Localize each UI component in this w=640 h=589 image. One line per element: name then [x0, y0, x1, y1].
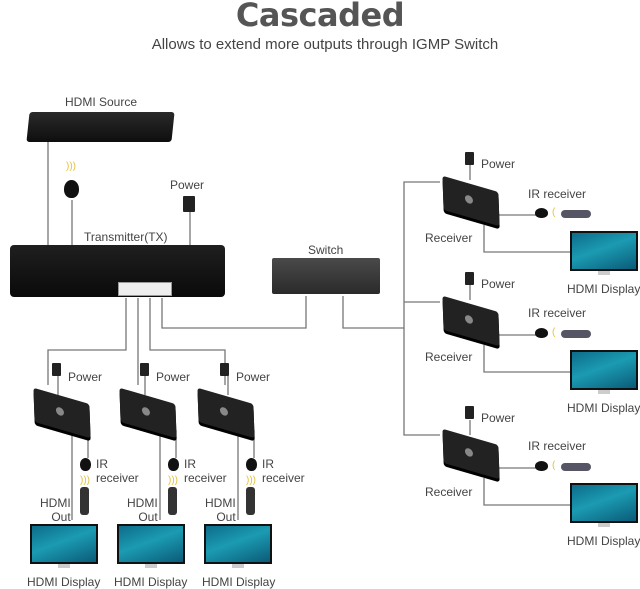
ir-label-line1: IR	[96, 457, 108, 471]
hdmi-display-icon	[204, 524, 272, 568]
ir-signal-icon: (	[552, 207, 556, 218]
remote-control-icon	[561, 210, 591, 218]
network-switch-device	[272, 258, 380, 294]
power-adapter-icon	[52, 363, 61, 376]
hdmi-display-icon	[117, 524, 185, 568]
ir-signal-icon: )))	[246, 475, 256, 486]
ir-receiver-icon	[168, 458, 179, 471]
power-label: Power	[68, 370, 103, 384]
receiver-label: Receiver	[425, 231, 473, 245]
ir-label-line2: receiver	[262, 471, 305, 485]
hdmi-out-line2: Out	[216, 510, 236, 524]
display-label: HDMI Display	[567, 401, 640, 415]
ir-signal-icon: )))	[168, 475, 178, 486]
hdmi-out-line1: HDMI	[127, 496, 158, 510]
power-adapter-icon	[465, 406, 474, 419]
ir-label: IR receiver	[528, 187, 587, 201]
hdmi-source-label: HDMI Source	[65, 95, 138, 109]
ir-signal-icon: (	[552, 327, 556, 338]
display-label: HDMI Display	[567, 534, 640, 548]
power-adapter-icon	[220, 363, 229, 376]
power-label: Power	[481, 157, 516, 171]
remote-control-icon	[246, 487, 255, 515]
transmitter-lan-ports	[118, 282, 172, 296]
ir-receiver-icon	[80, 458, 91, 471]
power-label: Power	[481, 277, 516, 291]
power-adapter-icon	[465, 152, 474, 165]
remote-control-icon	[80, 487, 89, 515]
ir-blaster-icon	[64, 180, 79, 198]
ir-label-line1: IR	[262, 457, 274, 471]
hdmi-out-line1: HDMI	[40, 496, 71, 510]
transmitter-device	[10, 245, 225, 297]
hdmi-display-icon	[570, 483, 638, 527]
display-label: HDMI Display	[114, 575, 188, 589]
tx-power-adapter-icon	[183, 196, 195, 212]
ir-receiver-icon	[535, 328, 548, 338]
display-label: HDMI Display	[27, 575, 101, 589]
ir-label-line2: receiver	[184, 471, 227, 485]
hdmi-display-icon	[570, 350, 638, 394]
diagram-subtitle: Allows to extend more outputs through IG…	[151, 36, 499, 53]
receiver-label: Receiver	[425, 485, 473, 499]
hdmi-display-icon	[570, 231, 638, 275]
ir-label: IR receiver	[528, 439, 587, 453]
receiver-label: Receiver	[425, 350, 473, 364]
wire-bus-rx6	[403, 328, 440, 436]
ir-receiver-icon	[246, 458, 257, 471]
ir-receiver-icon	[535, 208, 548, 218]
diagram-title: Cascaded	[235, 0, 405, 34]
remote-control-icon	[561, 463, 591, 471]
ir-signal-icon: )))	[80, 475, 90, 486]
ir-label-line2: receiver	[96, 471, 139, 485]
hdmi-source-device	[26, 112, 175, 142]
wire-tx-switch	[161, 296, 307, 329]
power-adapter-icon	[140, 363, 149, 376]
hdmi-display-icon	[30, 524, 98, 568]
ir-receiver-icon	[535, 461, 548, 471]
wire-tx-rx1	[47, 298, 127, 385]
hdmi-out-line2: Out	[51, 510, 71, 524]
hdmi-out-line2: Out	[138, 510, 158, 524]
ir-label: IR receiver	[528, 306, 587, 320]
power-label: Power	[236, 370, 271, 384]
power-label: Power	[156, 370, 191, 384]
hdmi-out-line1: HDMI	[205, 496, 236, 510]
wire-switch-bus	[342, 181, 440, 329]
display-label: HDMI Display	[202, 575, 276, 589]
transmitter-label: Transmitter(TX)	[84, 230, 168, 244]
power-label: Power	[481, 411, 516, 425]
display-label: HDMI Display	[567, 282, 640, 296]
ir-signal-icon: (	[552, 460, 556, 471]
tx-power-label: Power	[170, 178, 205, 192]
remote-control-icon	[168, 487, 177, 515]
power-adapter-icon	[465, 272, 474, 285]
ir-signal-icon: )))	[66, 161, 76, 172]
switch-label: Switch	[308, 243, 344, 257]
remote-control-icon	[561, 330, 591, 338]
ir-label-line1: IR	[184, 457, 196, 471]
